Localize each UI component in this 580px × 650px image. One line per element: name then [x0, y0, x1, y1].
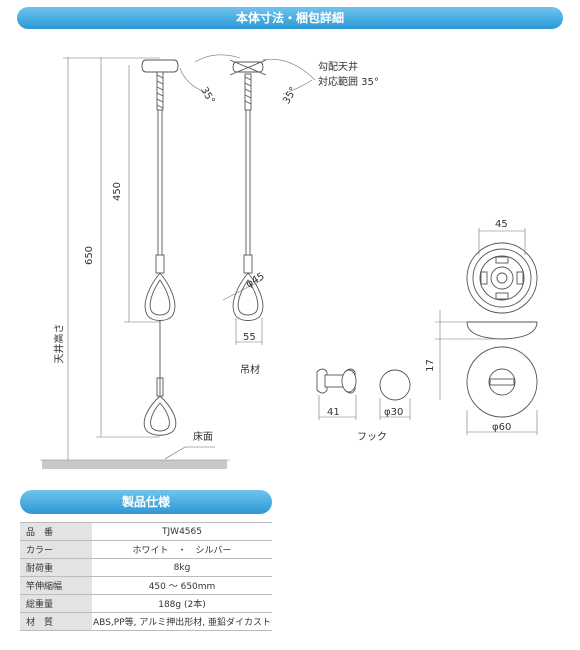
section-banner: 本体寸法・梱包詳細	[17, 7, 563, 29]
floor-bar	[42, 460, 227, 469]
caption-hanger: 吊材	[240, 365, 260, 376]
dim-17: 17	[424, 359, 436, 372]
dim-55: 55	[243, 332, 256, 343]
dimension-lines	[63, 57, 160, 460]
hanger-dims	[222, 279, 263, 345]
base-plate	[466, 242, 538, 418]
floor-label: 床面	[193, 432, 213, 443]
spec-value: 188g (2本)	[92, 594, 272, 613]
spec-value: TJW4565	[92, 522, 272, 541]
angle-arcs	[179, 54, 316, 95]
spec-key: 竿伸縮幅	[20, 576, 92, 595]
spec-value: 450 ～ 650mm	[92, 576, 272, 595]
ceiling-height-label: 天井高さ	[54, 323, 66, 364]
dim-41: 41	[327, 407, 340, 418]
spec-key: カラー	[20, 540, 92, 559]
spec-title: 製品仕様	[20, 490, 272, 514]
ceiling-note-2: 対応範囲 35°	[318, 77, 379, 88]
dim-phi60: φ60	[492, 422, 512, 433]
spec-key: 総重量	[20, 594, 92, 613]
base-dims	[435, 228, 538, 435]
dim-650: 650	[84, 245, 96, 266]
dim-45: 45	[495, 219, 508, 230]
spec-value: ホワイト ・ シルバー	[92, 540, 272, 559]
floor-leader	[164, 446, 215, 460]
spec-row: カラーホワイト ・ シルバー	[20, 540, 272, 559]
spec-key: 耐荷重	[20, 558, 92, 577]
spec-key: 品 番	[20, 522, 92, 541]
spec-value: 8kg	[92, 558, 272, 577]
hook-side	[316, 368, 357, 394]
dim-450: 450	[112, 181, 124, 202]
ceiling-note-1: 勾配天井	[318, 62, 358, 73]
spec-value: ABS,PP等, アルミ押出形材, 亜鉛ダイカスト	[92, 612, 272, 631]
dim-phi30: φ30	[384, 407, 404, 418]
hanger-right	[229, 59, 267, 321]
hanger-left	[141, 59, 179, 436]
caption-hook: フック	[357, 432, 387, 443]
spec-key: 材 質	[20, 612, 92, 631]
hook-front	[379, 369, 411, 401]
